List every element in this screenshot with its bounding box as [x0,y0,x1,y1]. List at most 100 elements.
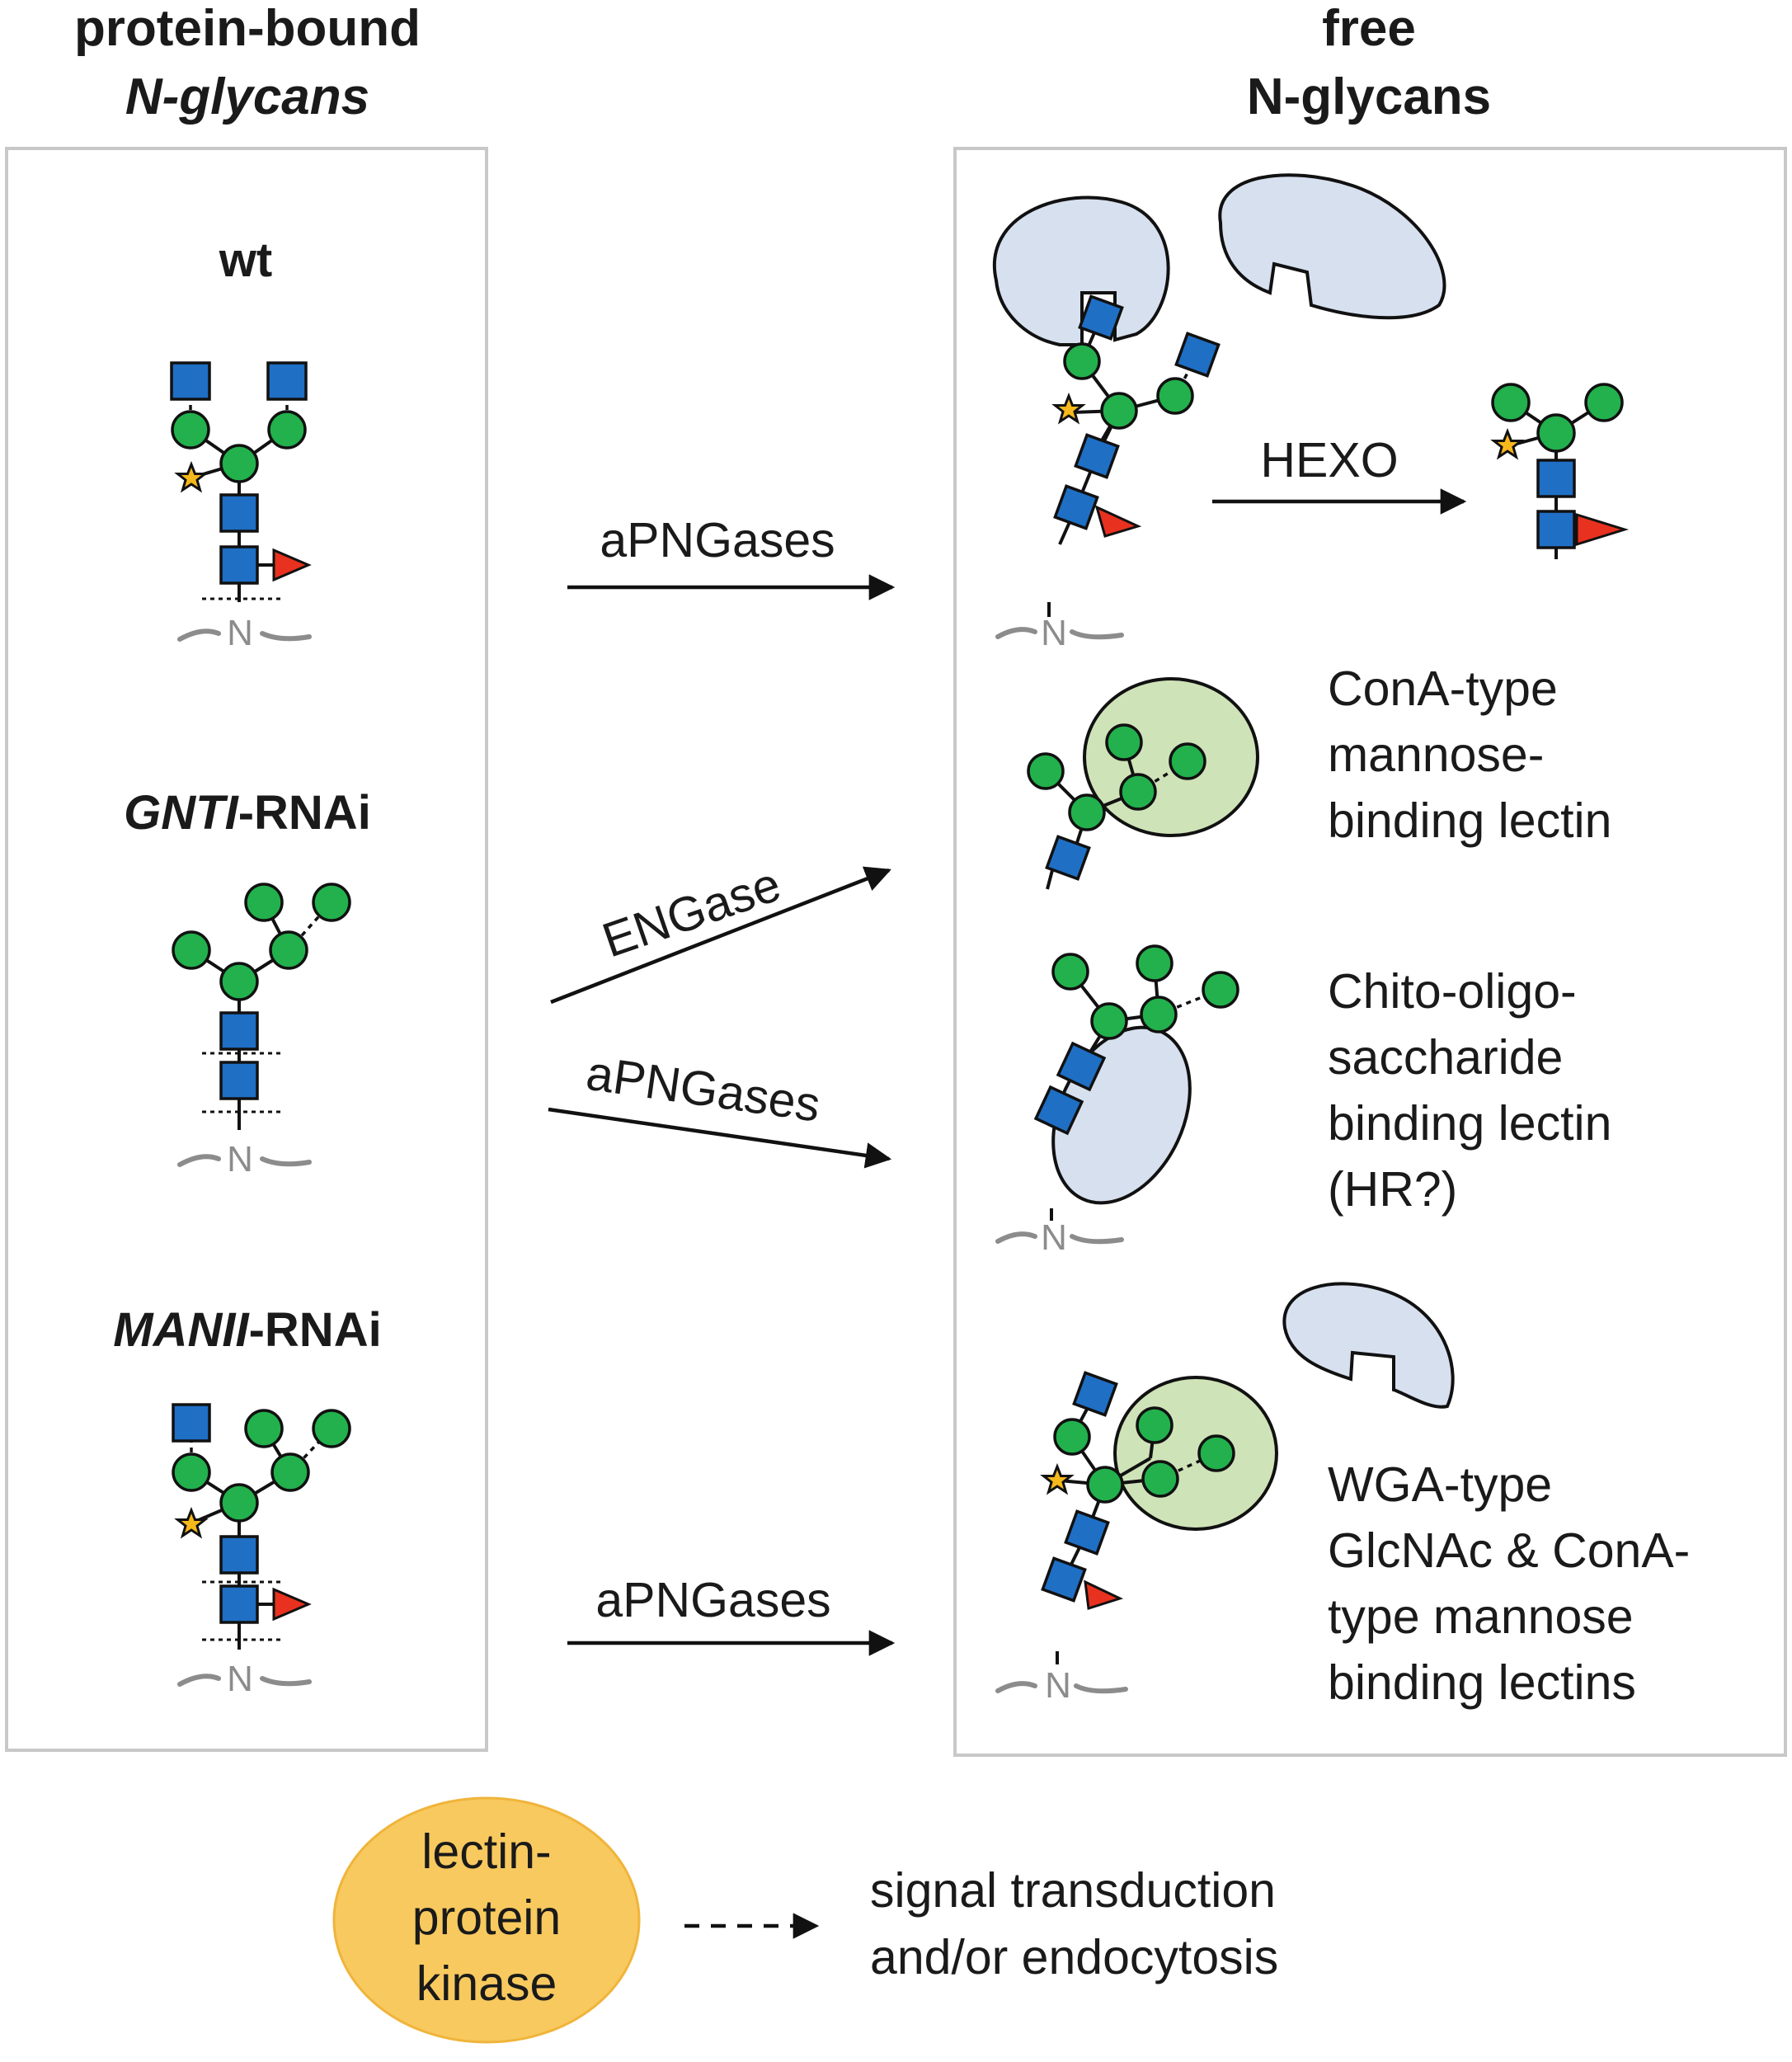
header-right-line1: free [1322,0,1416,57]
glcnac-square-icon [219,493,259,533]
mannose-circle-icon [1086,1466,1124,1504]
mannose-circle-icon [1051,953,1089,991]
glycan-manii: N [172,1403,351,1699]
mannose-circle-icon [1063,342,1101,380]
mannose-circle-icon [1053,1418,1091,1456]
lectin-label-chito-3: binding lectin [1328,1096,1611,1151]
enzyme-label-apngases-1: aPNGases [600,513,835,567]
mannose-circle-icon [219,444,259,483]
glcnac-square-icon [1536,510,1576,549]
peptide-residue-free-2: N [1041,1217,1067,1258]
mannose-circle-icon [1536,413,1576,453]
mannose-circle-icon [267,410,307,450]
free-glycan-chito-group: N [995,944,1239,1258]
peptide-residue-wt: N [227,613,253,653]
arrow-apngases-2 [548,1107,892,1169]
glcnac-square-icon [219,1584,259,1624]
kinase-label-1: lectin- [421,1824,551,1879]
free-glycan-cona-group [1027,677,1259,890]
mannose-circle-icon [1068,793,1106,831]
header-left-line2: N-glycans [125,68,369,125]
fucose-triangle-icon [1575,512,1630,547]
mannose-circle-icon [219,962,259,1001]
fucose-triangle-icon [1084,1579,1124,1610]
mannose-circle-icon [1584,383,1624,422]
mannose-circle-icon [1491,383,1531,422]
free-glycan-wt-group: N HEXO [993,173,1630,653]
glcnac-square-icon [1072,1371,1118,1417]
glcnac-square-icon [1074,433,1120,479]
peptide-residue-free-3: N [1045,1665,1071,1706]
glcnac-square-icon [266,361,308,401]
signal-label-1: signal transduction [870,1863,1276,1918]
header-right-line2: N-glycans [1247,68,1491,125]
mannose-circle-icon [171,410,210,450]
lectin-label-chito-4: (HR?) [1328,1162,1457,1217]
glcnac-square-icon [1045,835,1091,881]
lectin-shape-icon [1282,1282,1455,1409]
glcnac-square-icon [1033,1085,1084,1136]
strain-label-gnti: GNTI-RNAi [124,786,371,840]
glcnac-square-icon [1536,459,1576,498]
mannose-circle-icon [1156,377,1194,415]
glcnac-square-icon [1053,484,1099,530]
fucose-triangle-icon [1094,505,1142,538]
mannose-circle-icon [1141,1460,1179,1498]
left-panel [5,147,488,1752]
mannose-circle-icon [1100,392,1138,430]
kinase-label-3: kinase [416,1956,557,2011]
lectin-shape-icon [993,195,1170,346]
fucose-triangle-icon [272,548,312,582]
mannose-circle-icon [1169,742,1206,780]
glcnac-square-icon [1078,294,1124,341]
lectin-shape-icon [1218,173,1446,320]
lectin-label-cona-2: mannose- [1328,727,1544,782]
mannose-circle-icon [312,1409,351,1448]
lectin-shape-icon [1113,1376,1278,1531]
peptide-residue-gnti: N [227,1139,253,1179]
lectin-label-wga-3: type mannose [1328,1589,1634,1644]
lectin-label-wga-4: binding lectins [1328,1655,1636,1710]
mannose-circle-icon [1136,944,1174,982]
fucose-triangle-icon [272,1587,312,1622]
mannose-circle-icon [1090,1002,1128,1040]
lectin-label-chito-1: Chito-oligo- [1328,964,1577,1019]
kinase-ellipse [332,1796,641,2044]
glcnac-square-icon [172,1403,211,1443]
lectin-label-cona-1: ConA-type [1328,661,1558,716]
glcnac-square-icon [219,1535,259,1575]
enzyme-label-engase: ENGase [595,857,787,968]
enzyme-label-apngases-3: aPNGases [595,1573,830,1627]
mannose-circle-icon [1202,971,1239,1009]
glcnac-square-icon [1174,332,1221,378]
glcnac-square-icon [170,361,211,401]
mannose-circle-icon [269,930,308,970]
strain-label-wt: wt [219,233,272,287]
free-glycan-wga-group: N [995,1282,1455,1706]
mannose-circle-icon [1027,752,1065,790]
mannose-circle-icon [1197,1434,1235,1472]
mannose-circle-icon [1105,723,1143,761]
strain-label-manii: MANII-RNAi [113,1303,381,1357]
mannose-circle-icon [312,883,351,922]
lectin-label-wga-2: GlcNAc & ConA- [1328,1523,1690,1578]
signal-label-2: and/or endocytosis [870,1930,1278,1984]
mannose-circle-icon [219,1483,259,1523]
peptide-residue-manii: N [227,1659,253,1699]
lectin-label-cona-3: binding lectin [1328,793,1611,848]
peptide-residue-free-1: N [1041,613,1067,653]
kinase-label-2: protein [412,1890,561,1945]
mannose-circle-icon [1140,996,1178,1033]
glcnac-square-icon [1064,1509,1110,1556]
glycan-gnti: N [172,883,351,1179]
glcnac-square-icon [1056,1041,1107,1092]
arrow-engase [550,866,891,1005]
glycan-wt: N [170,361,312,653]
glcnac-square-icon [219,545,259,585]
mannose-circle-icon [244,883,284,922]
lectin-label-wga-1: WGA-type [1328,1457,1552,1512]
mannose-circle-icon [270,1452,310,1492]
mannose-circle-icon [1136,1406,1174,1444]
mannose-circle-icon [1119,773,1157,811]
